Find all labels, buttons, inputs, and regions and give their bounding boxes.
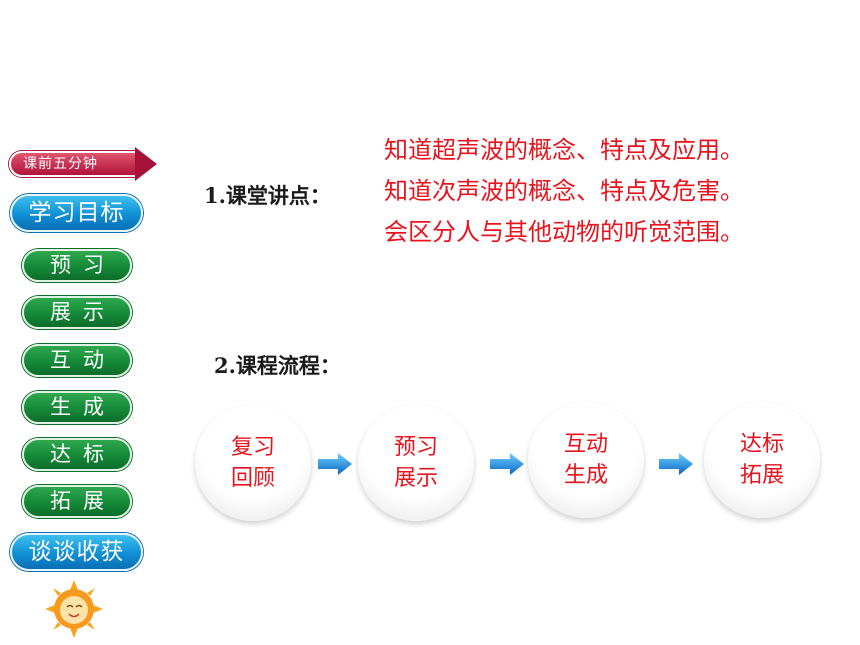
- flow-step-label: 达标拓展: [739, 432, 784, 488]
- nav-display-button[interactable]: 展示: [22, 296, 132, 329]
- flow-step-label: 复习回顾: [230, 435, 275, 491]
- nav-preview-button[interactable]: 预习: [22, 249, 132, 282]
- learning-point-3: 会区分人与其他动物的听觉范围。: [384, 218, 744, 246]
- learning-point-1: 知道超声波的概念、特点及应用。: [384, 136, 744, 164]
- harvest-button[interactable]: 谈谈收获: [10, 533, 143, 571]
- right-arrow-icon: [318, 453, 352, 475]
- nav-expand-button[interactable]: 拓展: [22, 485, 132, 518]
- learning-point-2: 知道次声波的概念、特点及危害。: [384, 177, 744, 205]
- flow-step-label: 预习展示: [393, 435, 438, 491]
- top-tab-bar: [9, 151, 137, 177]
- sun-mascot-icon: [45, 580, 103, 638]
- right-arrow-icon: [490, 453, 524, 475]
- flow-step-review[interactable]: 复习回顾: [195, 405, 311, 521]
- section1-label: 1.课堂讲点：: [204, 183, 331, 208]
- flow-step-preview-display[interactable]: 预习展示: [358, 405, 474, 521]
- learning-goals-button[interactable]: 学习目标: [10, 194, 143, 232]
- flow-step-reach-expand[interactable]: 达标拓展: [704, 402, 820, 518]
- nav-interact-button[interactable]: 互动: [22, 344, 132, 377]
- right-arrow-icon: [659, 453, 693, 475]
- section2-label: 2.课程流程：: [214, 353, 341, 378]
- top-tab-five-minutes[interactable]: 课前五分钟: [9, 147, 157, 181]
- top-tab-label: 课前五分钟: [23, 156, 98, 172]
- top-tab-arrow-icon: [135, 147, 157, 181]
- learning-points-list: 知道超声波的概念、特点及应用。 知道次声波的概念、特点及危害。 会区分人与其他动…: [384, 130, 824, 253]
- flow-step-label: 互动生成: [563, 432, 608, 488]
- nav-reach-button[interactable]: 达标: [22, 438, 132, 471]
- flow-step-interact-generate[interactable]: 互动生成: [528, 402, 644, 518]
- nav-generate-button[interactable]: 生成: [22, 391, 132, 424]
